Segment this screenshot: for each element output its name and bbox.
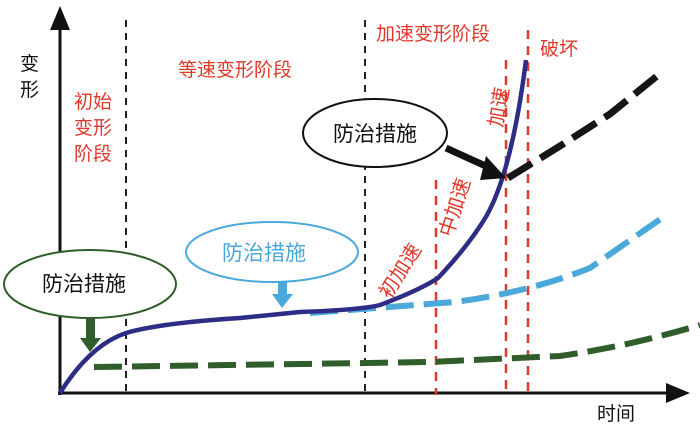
green-measure-line [93, 322, 700, 370]
blue-measure-line [309, 215, 664, 316]
y-axis-label-char-1: 变 [20, 53, 39, 75]
stage-failure-label: 破坏 [540, 38, 578, 60]
substage-middle-label: 中加速 [434, 175, 475, 239]
blue-arrow-head [272, 294, 293, 308]
blue-measure-bubble [185, 221, 359, 283]
stage-initial-line-3: 阶段 [74, 143, 112, 165]
blue-measure-label: 防治措施 [222, 241, 306, 265]
y-axis-label-char-2: 形 [20, 79, 39, 101]
stage-constant-label: 等速变形阶段 [178, 59, 292, 81]
blue-arrow-shaft [278, 282, 287, 296]
black-measure-label: 防治措施 [333, 122, 417, 146]
stage-initial-line-1: 初始 [74, 91, 112, 113]
x-axis-arrowhead [666, 383, 690, 403]
green-arrow-head [80, 338, 101, 352]
black-measure-line [506, 69, 665, 181]
black-arrow-head [480, 156, 506, 180]
y-axis-arrowhead [50, 6, 70, 30]
substage-early-label: 初加速 [374, 239, 426, 303]
x-axis-label: 时间 [597, 403, 635, 425]
green-arrow-shaft [86, 318, 95, 340]
stage-accelerating-label: 加速变形阶段 [376, 23, 490, 45]
black-arrow [444, 144, 492, 172]
stage-initial-line-2: 变形 [74, 117, 112, 139]
main-deformation-curve [58, 59, 529, 395]
green-measure-label: 防治措施 [42, 272, 126, 296]
substage-late-label: 加速 [483, 85, 514, 129]
black-measure-bubble [302, 98, 448, 168]
